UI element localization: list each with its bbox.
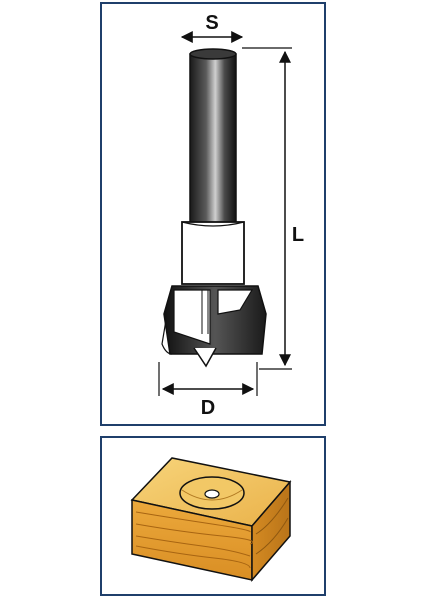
shank-diameter-dimension: S (180, 12, 244, 43)
cutter-head (161, 285, 267, 368)
shank-diameter-label: S (205, 12, 218, 34)
workpiece-panel (100, 436, 326, 596)
wood-block-icon (130, 457, 292, 583)
cutting-diameter-dimension: D (158, 362, 258, 419)
shank (189, 48, 237, 225)
center-point-hole (204, 489, 220, 499)
collar (181, 221, 245, 285)
overall-length-label: L (292, 224, 304, 246)
cutting-diameter-label: D (201, 397, 215, 419)
boring-bit-diagram: S L (158, 12, 304, 419)
tool-diagram-panel: S L (100, 2, 326, 426)
overall-length-dimension: L (242, 47, 304, 370)
